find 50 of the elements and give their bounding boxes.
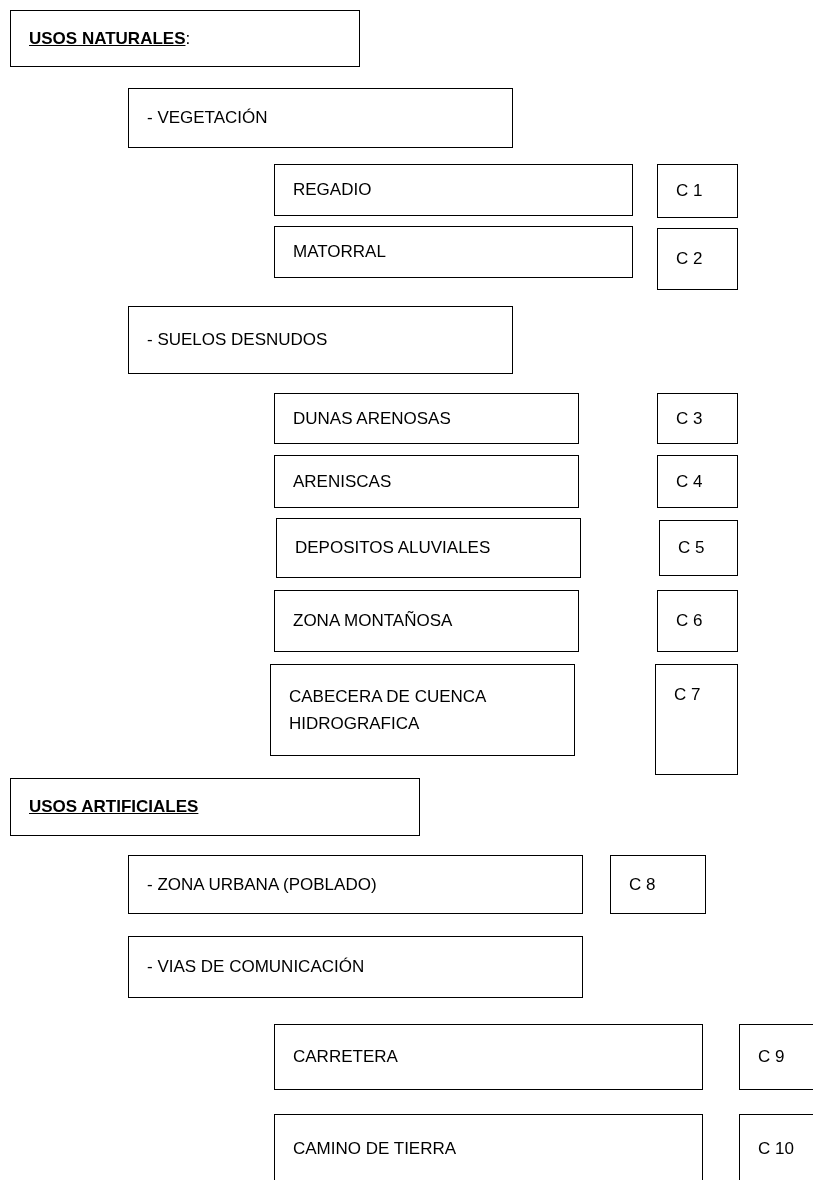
class-box	[270, 664, 575, 756]
category-text: - ZONA URBANA (POBLADO)	[147, 873, 377, 896]
code-box	[739, 1114, 813, 1180]
class-name: CARRETERA	[293, 1046, 398, 1069]
code-box	[657, 228, 738, 290]
class-box	[274, 164, 633, 216]
code-box	[610, 855, 706, 914]
code-box	[659, 520, 738, 576]
class-box	[274, 455, 579, 508]
code-box	[657, 590, 738, 652]
class-code: C 9	[758, 1046, 785, 1069]
class-name: CABECERA DE CUENCA HIDROGRAFICA	[289, 685, 487, 735]
class-box	[276, 518, 581, 578]
class-name: DUNAS ARENOSAS	[293, 407, 451, 430]
class-code: C 5	[678, 537, 705, 560]
class-box	[274, 1024, 703, 1090]
category-box	[128, 855, 583, 914]
category-text: - VIAS DE COMUNICACIÓN	[147, 956, 365, 979]
category-box	[128, 306, 513, 374]
class-name: ARENISCAS	[293, 470, 392, 493]
category-text: - SUELOS DESNUDOS	[147, 329, 328, 352]
class-box	[274, 1114, 703, 1180]
class-code: C 2	[676, 248, 703, 271]
class-code: C 10	[758, 1138, 794, 1161]
category-heading: USOS NATURALES:	[29, 27, 191, 50]
class-box	[274, 226, 633, 278]
heading-box	[10, 10, 360, 67]
class-name: REGADIO	[293, 179, 372, 202]
category-box	[128, 936, 583, 998]
class-code: C 7	[674, 684, 701, 706]
heading-box	[10, 778, 420, 836]
class-code: C 4	[676, 470, 703, 493]
class-box	[274, 590, 579, 652]
category-box	[128, 88, 513, 148]
code-box	[657, 455, 738, 508]
class-box	[274, 393, 579, 444]
code-box	[739, 1024, 813, 1090]
class-name: ZONA MONTAÑOSA	[293, 610, 453, 633]
class-code: C 3	[676, 407, 703, 430]
class-name: DEPOSITOS ALUVIALES	[295, 537, 491, 560]
code-box	[657, 393, 738, 444]
class-code: C 8	[629, 873, 656, 896]
code-box	[657, 164, 738, 218]
class-code: C 6	[676, 610, 703, 633]
code-box	[655, 664, 738, 775]
category-text: - VEGETACIÓN	[147, 107, 268, 130]
class-name: MATORRAL	[293, 241, 386, 264]
class-name: CAMINO DE TIERRA	[293, 1138, 457, 1161]
category-heading: USOS ARTIFICIALES	[29, 796, 199, 819]
class-code: C 1	[676, 180, 703, 203]
